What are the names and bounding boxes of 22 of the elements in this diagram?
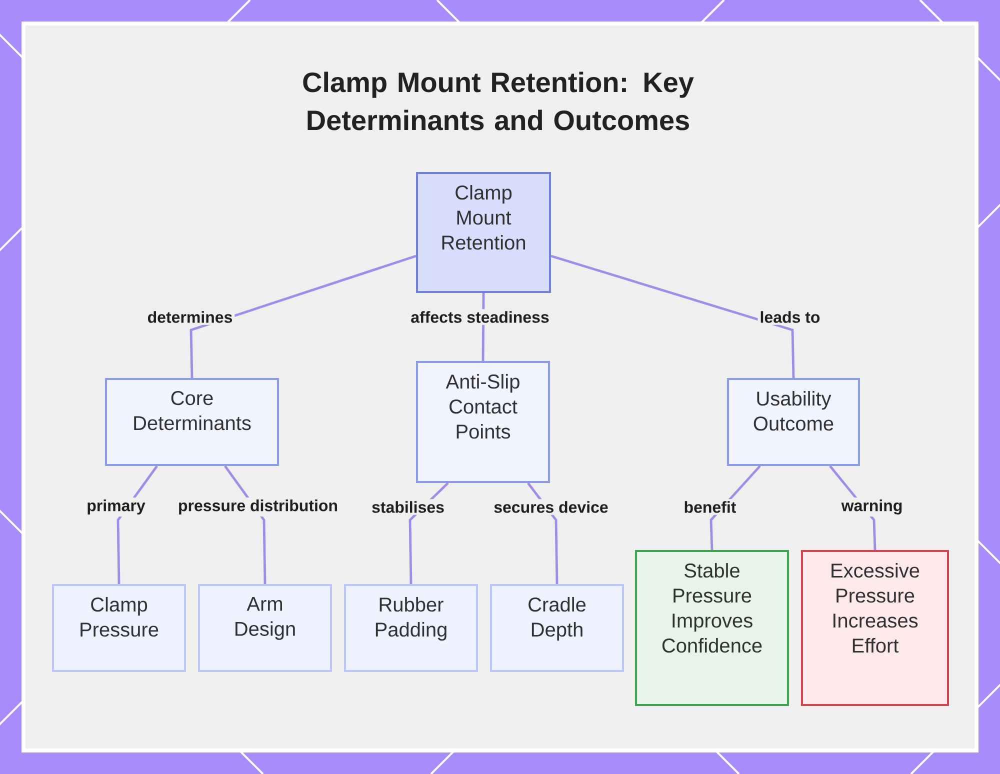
leaf-box: Cradle Depth xyxy=(490,584,624,672)
edge-label: primary xyxy=(84,498,148,516)
edge-label: benefit xyxy=(682,499,738,515)
title: Clamp Mount Retention: Key Determinants and Outcomes xyxy=(303,72,694,130)
branch-box: Core Determinants xyxy=(105,378,279,466)
leaf-box: Arm Design xyxy=(198,584,332,672)
main-box: Clamp Mount Retention xyxy=(416,172,552,293)
leaf-box: Clamp Pressure xyxy=(52,584,186,672)
leaf-box: Rubber Padding xyxy=(344,584,478,672)
outcome-box: Stable Pressure Improves Confidence xyxy=(635,550,789,706)
outcome-box: Excessive Pressure Increases Effort xyxy=(801,550,949,706)
edge-label: stabilises xyxy=(370,499,446,515)
connector xyxy=(550,254,795,378)
connector xyxy=(190,254,416,378)
branch-box: Anti-Slip Contact Points xyxy=(416,361,550,483)
branch-box: Usability Outcome xyxy=(727,378,860,466)
edge-label: warning xyxy=(839,498,905,516)
edge-label: pressure distribution xyxy=(176,498,340,516)
edge-label: secures device xyxy=(492,499,610,515)
edge-label: affects steadiness xyxy=(408,309,552,325)
edge-label: determines xyxy=(145,309,235,325)
edge-label: leads to xyxy=(758,309,822,325)
